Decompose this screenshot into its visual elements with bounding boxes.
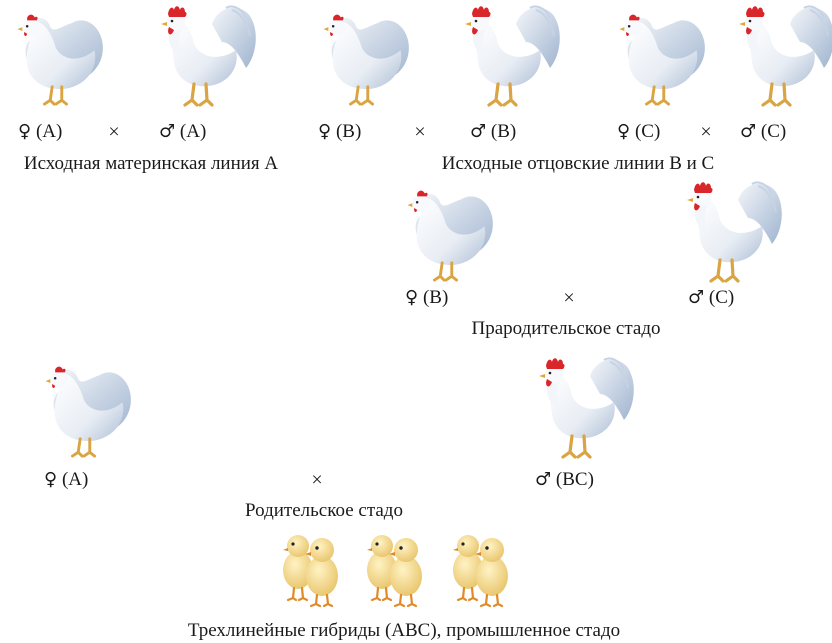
caption-parent-flock: Родительское стадо: [245, 500, 403, 522]
caption-grandparent-flock: Прародительское стадо: [471, 318, 660, 340]
caption-commercial-hybrids: Трехлинейные гибриды (АВС), промышленное…: [188, 620, 620, 642]
label-female-grandparent-b: ♀ (B): [405, 287, 448, 309]
rooster-line-b-icon: [456, 2, 560, 108]
label-male-grandparent-c: ♂ (C): [688, 287, 734, 309]
cross-sign-c: ×: [700, 121, 711, 143]
label-male-parent-bc: ♂ (BC): [535, 469, 594, 491]
label-male-b: ♂ (B): [470, 121, 516, 143]
cross-sign-parent: ×: [311, 469, 322, 491]
hen-line-c-icon: [608, 4, 708, 108]
cross-sign-b: ×: [414, 121, 425, 143]
label-female-parent-a: ♀ (A): [44, 469, 88, 491]
hen-line-a-icon: [6, 4, 106, 108]
hen-grandparent-b-icon: [396, 180, 496, 284]
rooster-line-c-icon: [730, 2, 832, 108]
label-female-a: ♀ (A): [18, 121, 62, 143]
cross-sign-grandparent: ×: [563, 287, 574, 309]
caption-maternal-line: Исходная материнская линия А: [24, 153, 278, 175]
rooster-grandparent-c-icon: [678, 178, 782, 284]
cross-sign-a: ×: [108, 121, 119, 143]
hen-parent-a-icon: [34, 356, 134, 460]
label-female-b: ♀ (B): [318, 121, 361, 143]
rooster-parent-bc-icon: [530, 354, 634, 460]
chicks-pair-2-icon: [362, 530, 442, 610]
label-male-a: ♂ (A): [159, 121, 206, 143]
chicks-pair-1-icon: [278, 530, 358, 610]
rooster-line-a-icon: [152, 2, 256, 108]
hen-line-b-icon: [312, 4, 412, 108]
label-male-c: ♂ (C): [740, 121, 786, 143]
caption-paternal-lines: Исходные отцовские линии В и С: [442, 153, 714, 175]
chicks-pair-3-icon: [448, 530, 528, 610]
label-female-c: ♀ (C): [617, 121, 660, 143]
